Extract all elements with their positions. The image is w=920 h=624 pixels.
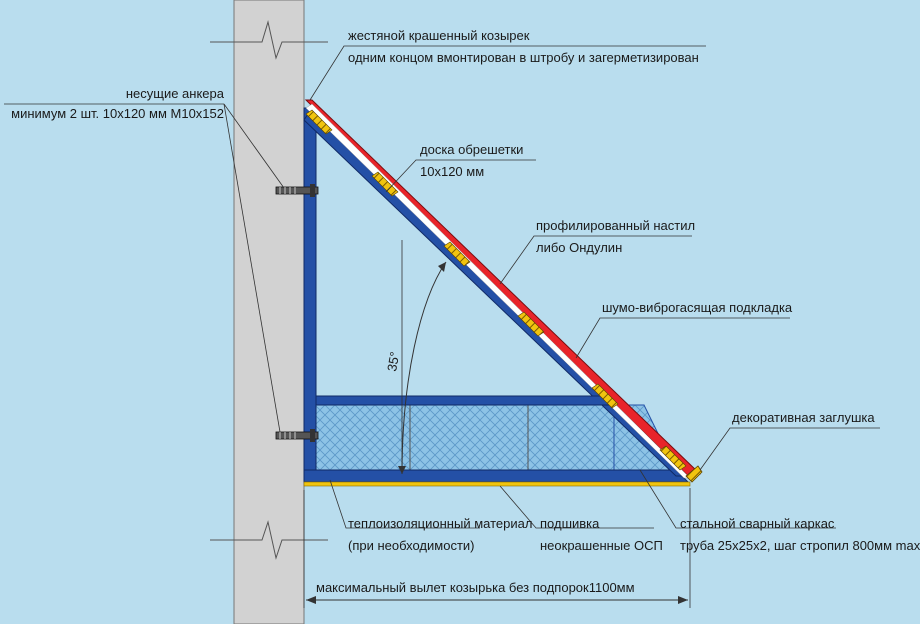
wall-break-bottom: [210, 520, 328, 560]
soffit-board: [303, 481, 691, 487]
plug-label: декоративная заглушка: [732, 410, 875, 425]
angle-arc: [401, 261, 447, 475]
soffit-label-line2: неокрашенные ОСП: [540, 538, 663, 553]
frame-label-line2: труба 25x25x2, шаг стропил 800мм max: [680, 538, 920, 553]
batten-label-line2: 10x120 мм: [420, 164, 484, 179]
deck-label-line2: либо Ондулин: [536, 240, 622, 255]
visor-label-line1: жестяной крашенный козырек: [348, 28, 530, 43]
concrete-wall: [233, 0, 305, 624]
pad-label: шумо-виброгасящая подкладка: [602, 300, 793, 315]
angle-label: 35°: [384, 351, 402, 373]
wall-break-top: [210, 20, 328, 60]
anchor-top: [275, 184, 319, 197]
batten-label-line1: доска обрешетки: [420, 142, 523, 157]
dimension-line: [303, 488, 691, 608]
insulation-block: [313, 404, 645, 471]
frame-label-line1: стальной сварный каркас: [680, 516, 835, 531]
leader-lines: [4, 45, 880, 529]
deck-label-line1: профилированный настил: [536, 218, 695, 233]
soffit-label-line1: подшивка: [540, 516, 600, 531]
battens: [305, 109, 687, 471]
insulation-label-line1: теплоизоляционный материал: [348, 516, 532, 531]
visor-label-line2: одним концом вмонтирован в штробу и заге…: [348, 50, 699, 65]
anchors-label-line2: минимум 2 шт. 10x120 мм М10x152: [11, 106, 224, 121]
anchors-label-line1: несущие анкера: [126, 86, 225, 101]
insulation-label-line2: (при необходимости): [348, 538, 474, 553]
dimension-label: максимальный вылет козырька без подпорок…: [316, 580, 635, 595]
anchor-bottom: [275, 429, 319, 442]
decorative-plug: [685, 465, 703, 483]
